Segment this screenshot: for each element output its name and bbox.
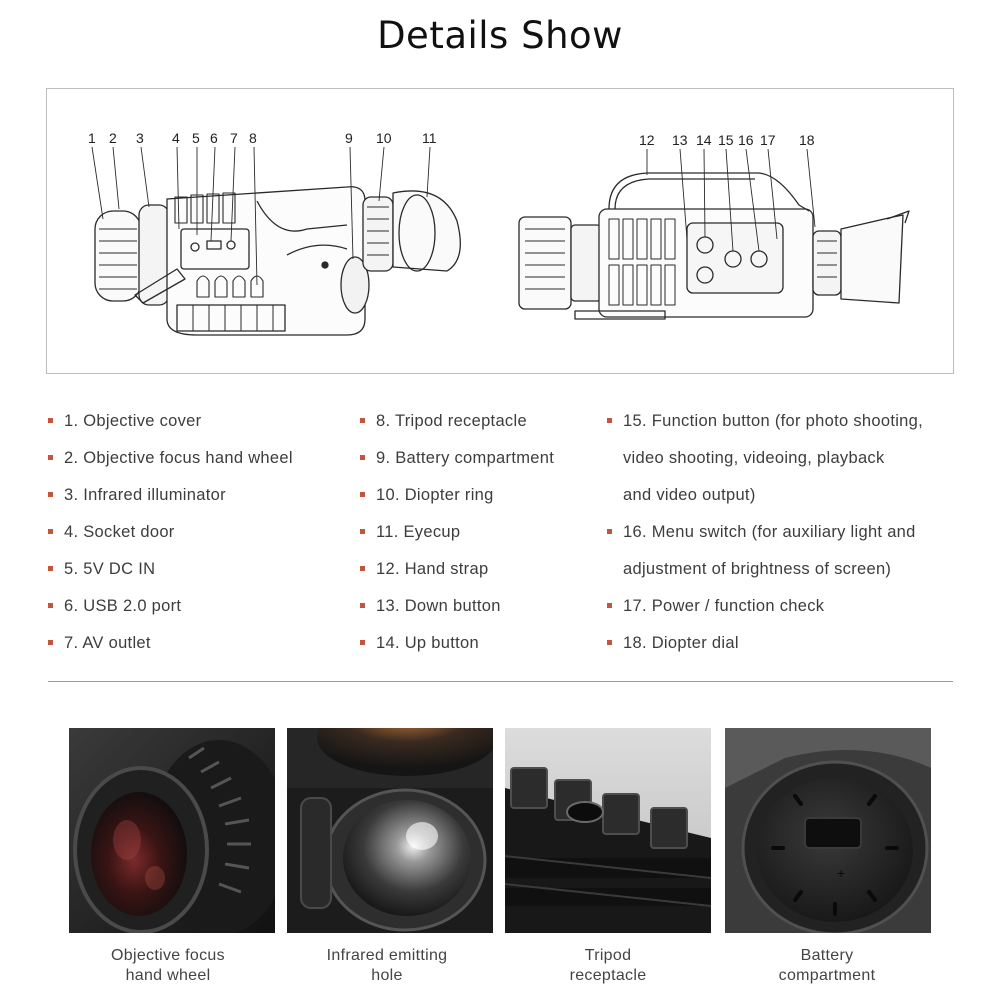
bullet-icon bbox=[48, 640, 53, 645]
device-diagram: 1 2 3 4 5 6 7 8 9 10 11 12 13 14 15 16 1… bbox=[46, 88, 954, 374]
callout-14: 14 bbox=[696, 132, 712, 148]
bullet-icon bbox=[48, 418, 53, 423]
callout-15: 15 bbox=[718, 132, 734, 148]
bullet-icon bbox=[607, 603, 612, 608]
bullet-icon bbox=[360, 418, 365, 423]
photo-objective-focus-wheel bbox=[69, 728, 275, 933]
device-line-drawing: 1 2 3 4 5 6 7 8 9 10 11 12 13 14 15 16 1… bbox=[88, 130, 910, 336]
bullet-icon bbox=[360, 529, 365, 534]
callout-7: 7 bbox=[230, 130, 238, 146]
svg-text:+: + bbox=[837, 865, 845, 881]
callout-numbers-right: 12 13 14 15 16 17 18 bbox=[639, 132, 815, 148]
legend-item-continuation: and video output) bbox=[623, 486, 756, 504]
bullet-icon bbox=[607, 529, 612, 534]
legend-item: 18. Diopter dial bbox=[607, 626, 891, 663]
callout-2: 2 bbox=[109, 130, 117, 146]
callout-11: 11 bbox=[422, 130, 437, 146]
callout-9: 9 bbox=[345, 130, 353, 146]
bullet-icon bbox=[360, 566, 365, 571]
callout-17: 17 bbox=[760, 132, 776, 148]
bullet-icon bbox=[360, 640, 365, 645]
callout-numbers-left: 1 2 3 4 5 6 7 8 9 10 11 bbox=[88, 130, 437, 146]
bullet-icon bbox=[48, 492, 53, 497]
page-title: Details Show bbox=[377, 14, 623, 57]
legend-item-continuation: video shooting, videoing, playback bbox=[623, 449, 885, 467]
callout-18: 18 bbox=[799, 132, 815, 148]
photo-tripod-receptacle bbox=[505, 728, 711, 933]
callout-4: 4 bbox=[172, 130, 180, 146]
callout-8: 8 bbox=[249, 130, 257, 146]
section-divider bbox=[48, 681, 953, 682]
callout-5: 5 bbox=[192, 130, 200, 146]
callout-1: 1 bbox=[88, 130, 96, 146]
bullet-icon bbox=[360, 492, 365, 497]
photo-battery-compartment: + bbox=[725, 728, 931, 933]
bullet-icon bbox=[360, 455, 365, 460]
callout-10: 10 bbox=[376, 130, 392, 146]
callout-13: 13 bbox=[672, 132, 688, 148]
photo-infrared-hole bbox=[287, 728, 493, 933]
bullet-icon bbox=[607, 418, 612, 423]
legend-item: 16. Menu switch (for auxiliary light and bbox=[607, 515, 915, 552]
legend-item-continuation: adjustment of brightness of screen) bbox=[623, 560, 892, 578]
callout-6: 6 bbox=[210, 130, 218, 146]
legend-item: 15. Function button (for photo shooting, bbox=[607, 404, 923, 441]
legend-item: 17. Power / function check bbox=[607, 589, 891, 626]
bullet-icon bbox=[48, 455, 53, 460]
callout-12: 12 bbox=[639, 132, 655, 148]
bullet-icon bbox=[48, 529, 53, 534]
bullet-icon bbox=[48, 566, 53, 571]
bullet-icon bbox=[607, 640, 612, 645]
callout-3: 3 bbox=[136, 130, 144, 146]
legend-column-3: 15. Function button (for photo shooting,… bbox=[607, 404, 923, 663]
bullet-icon bbox=[360, 603, 365, 608]
bullet-icon bbox=[48, 603, 53, 608]
callout-16: 16 bbox=[738, 132, 754, 148]
